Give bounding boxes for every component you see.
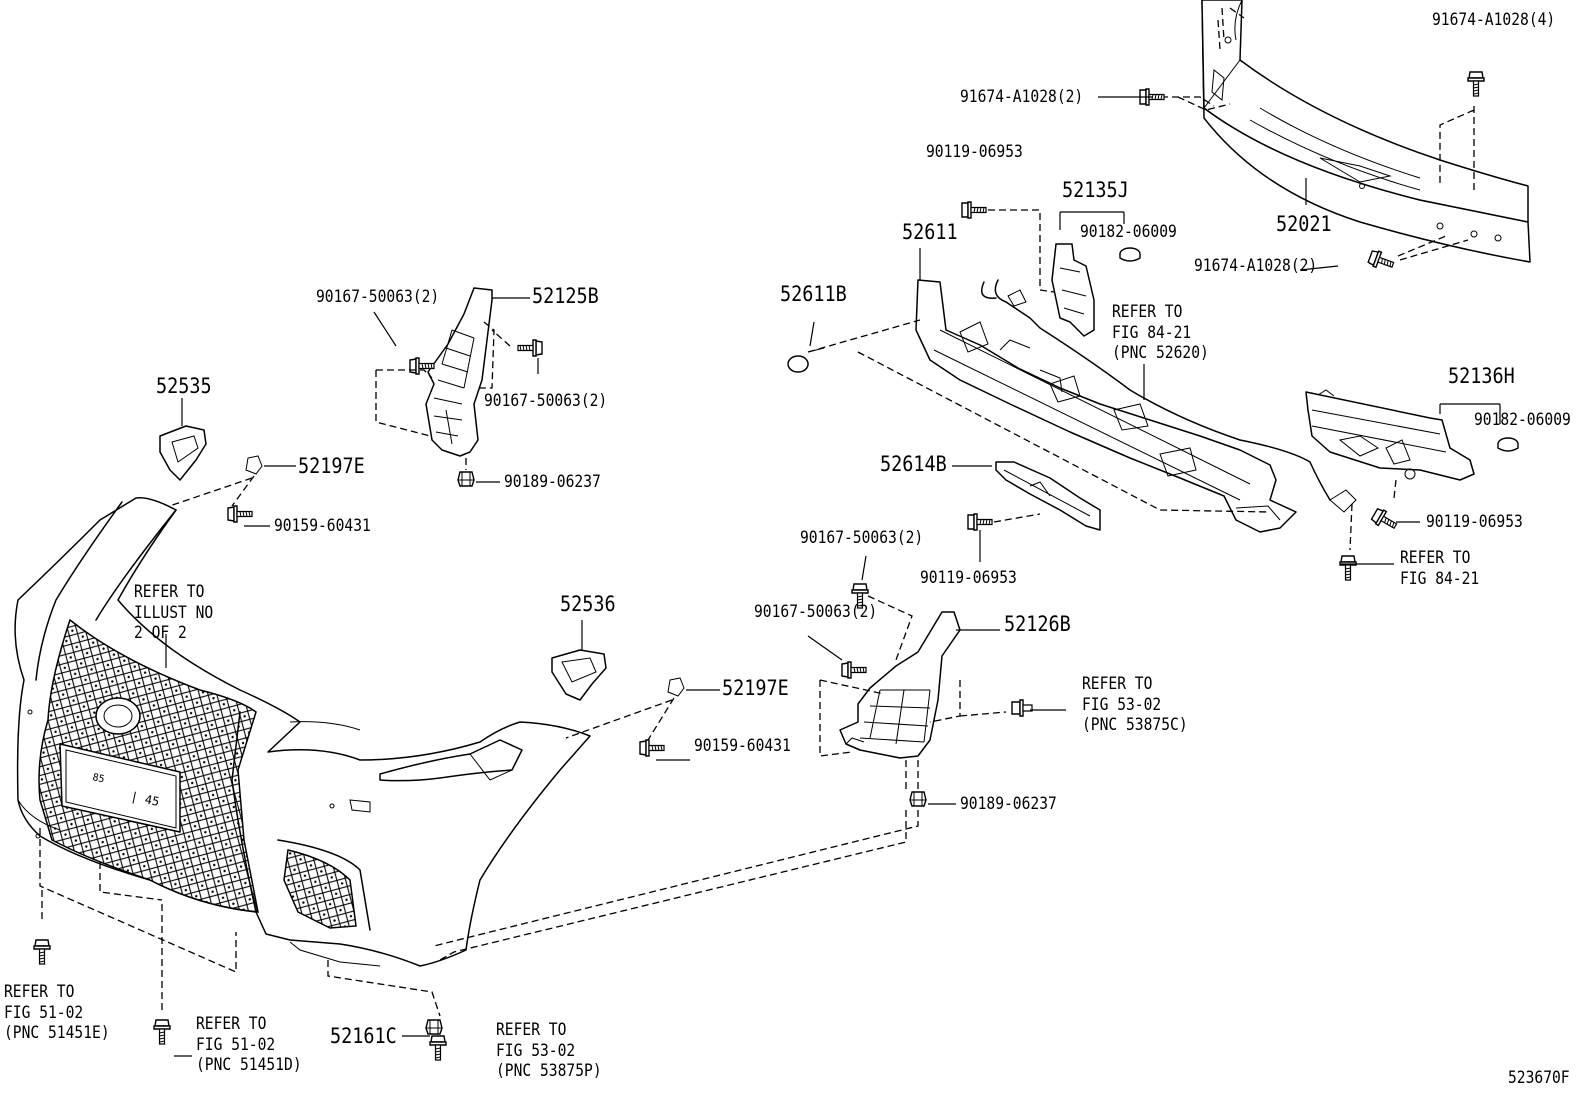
ref-illust-no-2-of-2[interactable]: REFER TO ILLUST NO 2 OF 2 <box>134 582 214 643</box>
ref-fig-84-21[interactable]: REFER TO FIG 84-21 <box>1400 548 1480 589</box>
ref-fig-84-21-pnc-52620[interactable]: REFER TO FIG 84-21 (PNC 52620) <box>1112 302 1209 363</box>
label-91674-a1028-2-bottom: 91674-A1028(2) <box>1194 256 1318 276</box>
ref-fig-53-02-pnc-53875P[interactable]: REFER TO FIG 53-02 (PNC 53875P) <box>496 1020 602 1081</box>
label-90167-50063-b: 90167-50063(2) <box>484 391 608 411</box>
bracket-52126B <box>839 611 961 759</box>
label-91674-a1028-4: 91674-A1028(4) <box>1432 10 1556 30</box>
label-52536: 52536 <box>560 592 616 616</box>
svg-text:| 45: | 45 <box>129 789 160 809</box>
label-90167-50063-a: 90167-50063(2) <box>316 287 440 307</box>
label-90182-06009-top: 90182-06009 <box>1080 222 1177 242</box>
ref-fig-51-02-pnc-51451E[interactable]: REFER TO FIG 51-02 (PNC 51451E) <box>4 982 110 1043</box>
label-52135J: 52135J <box>1062 178 1129 202</box>
label-90119-06953-right: 90119-06953 <box>1426 512 1523 532</box>
label-52535: 52535 <box>156 374 212 398</box>
label-52197E-left: 52197E <box>298 454 365 478</box>
bracket-52125B <box>425 287 493 457</box>
label-90159-60431-center: 90159-60431 <box>694 736 791 756</box>
label-52611: 52611 <box>902 220 958 244</box>
retainer-52536 <box>551 649 607 701</box>
bumper-reinforcement <box>1201 0 1531 263</box>
label-90167-50063-c: 90167-50063(2) <box>800 528 924 548</box>
svg-text:85: 85 <box>91 772 105 785</box>
label-90167-50063-d: 90167-50063(2) <box>754 602 878 622</box>
label-52161C: 52161C <box>330 1024 397 1048</box>
label-52136H: 52136H <box>1448 364 1515 388</box>
label-90182-06009-right: 90182-06009 <box>1474 410 1571 430</box>
wire-harness <box>981 279 1357 513</box>
ref-fig-51-02-pnc-51451D[interactable]: REFER TO FIG 51-02 (PNC 51451D) <box>196 1014 302 1075</box>
label-91674-a1028-2-top: 91674-A1028(2) <box>960 87 1084 107</box>
label-52611B: 52611B <box>780 282 847 306</box>
energy-absorber <box>915 279 1297 533</box>
bracket-52135J <box>1051 243 1095 337</box>
label-52614B: 52614B <box>880 452 947 476</box>
label-90189-06237-bottom: 90189-06237 <box>960 794 1057 814</box>
bracket-52136H <box>1305 389 1475 481</box>
label-90159-60431-left: 90159-60431 <box>274 516 371 536</box>
label-90119-06953-top: 90119-06953 <box>926 142 1023 162</box>
label-52125B: 52125B <box>532 284 599 308</box>
retainer-52535 <box>159 425 207 481</box>
front-bumper-cover: 85 | 45 <box>14 497 591 967</box>
diagram-id: 523670F <box>1508 1068 1570 1088</box>
ref-fig-53-02-pnc-53875C[interactable]: REFER TO FIG 53-02 (PNC 53875C) <box>1082 674 1188 735</box>
bracket-52614B <box>995 461 1101 531</box>
label-52126B: 52126B <box>1004 612 1071 636</box>
label-90119-06953-center: 90119-06953 <box>920 568 1017 588</box>
label-52197E-center: 52197E <box>722 676 789 700</box>
label-52021: 52021 <box>1276 212 1332 236</box>
label-90189-06237-top: 90189-06237 <box>504 472 601 492</box>
